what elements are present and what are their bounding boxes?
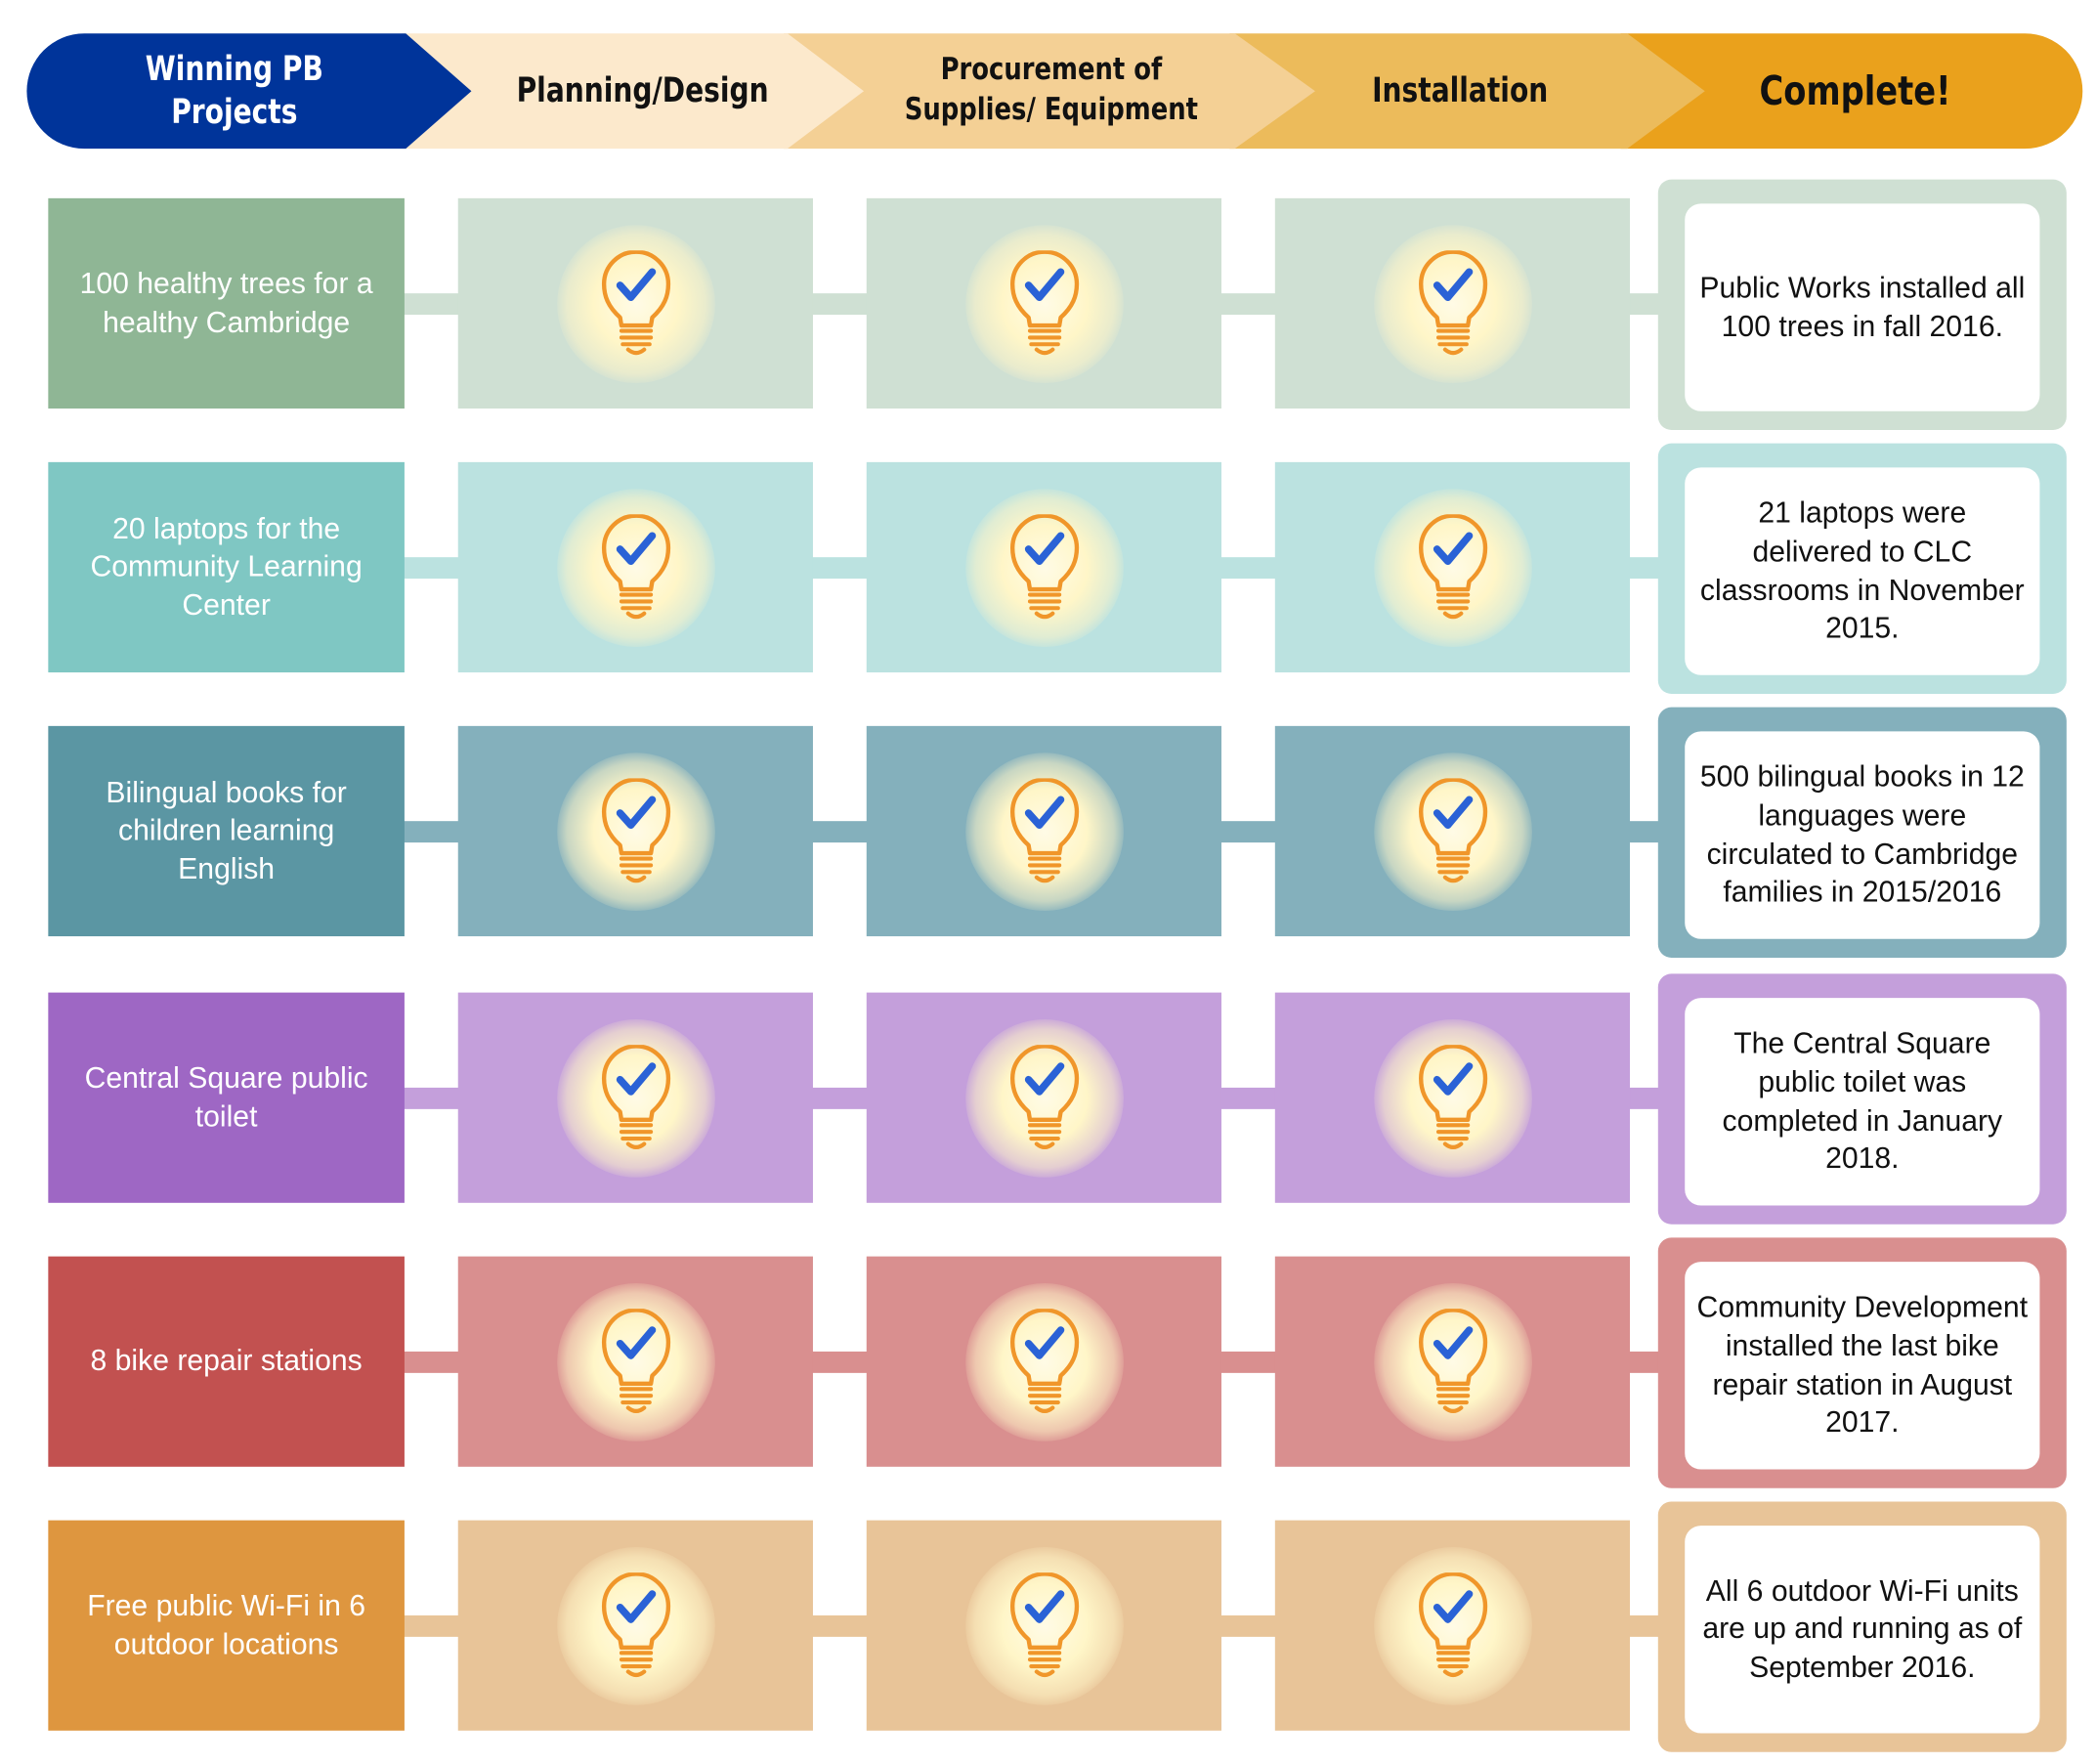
stage-box-planning bbox=[457, 992, 813, 1203]
bulb-glow bbox=[964, 752, 1124, 911]
lightbulb-check-icon bbox=[601, 1308, 670, 1413]
bulb-glow bbox=[1373, 752, 1532, 911]
header-arrow-band bbox=[26, 33, 2083, 150]
stage-box-planning bbox=[457, 725, 813, 937]
lightbulb-check-icon bbox=[1009, 777, 1079, 882]
lightbulb-check-icon bbox=[1418, 777, 1487, 882]
stage-1-arrow-shape bbox=[402, 33, 865, 150]
stage-label-complete: Complete! bbox=[1759, 67, 1951, 115]
header-title-arrow-shape bbox=[26, 33, 472, 150]
lightbulb-check-icon bbox=[601, 1571, 670, 1677]
bulb-glow bbox=[556, 488, 715, 647]
lightbulb-check-icon bbox=[1418, 1308, 1487, 1413]
bulb-glow bbox=[556, 1018, 715, 1178]
stage-box-installation bbox=[1274, 461, 1631, 673]
bulb-glow bbox=[1373, 1546, 1532, 1705]
bulb-glow bbox=[556, 224, 715, 383]
lightbulb-check-icon bbox=[1009, 249, 1079, 355]
header-title: Winning PB Projects bbox=[145, 49, 323, 132]
stage-3-arrow-shape bbox=[1229, 33, 1705, 150]
lightbulb-check-icon bbox=[1009, 513, 1079, 619]
bulb-glow bbox=[964, 224, 1124, 383]
result-text: 500 bilingual books in 12 languages were… bbox=[1685, 731, 2040, 939]
project-name: Bilingual books for children learning En… bbox=[48, 725, 405, 937]
lightbulb-check-icon bbox=[1418, 513, 1487, 619]
stage-label-procurement: Procurement of Supplies/ Equipment bbox=[904, 52, 1199, 128]
result-text: The Central Square public toilet was com… bbox=[1685, 998, 2040, 1206]
bulb-glow bbox=[964, 488, 1124, 647]
lightbulb-check-icon bbox=[1418, 249, 1487, 355]
stage-4-arrow-shape bbox=[1620, 33, 2083, 150]
stage-box-procurement bbox=[866, 1256, 1221, 1467]
result-card: 21 laptops were delivered to CLC classro… bbox=[1657, 443, 2067, 694]
stage-box-planning bbox=[457, 461, 813, 673]
stage-box-installation bbox=[1274, 1256, 1631, 1467]
lightbulb-check-icon bbox=[601, 513, 670, 619]
stage-box-installation bbox=[1274, 725, 1631, 937]
stage-label-planning: Planning/Design bbox=[516, 70, 769, 110]
bulb-glow bbox=[1373, 488, 1532, 647]
stage-box-procurement bbox=[866, 992, 1221, 1203]
stage-2-arrow-shape bbox=[783, 33, 1315, 150]
stage-box-planning bbox=[457, 1520, 813, 1731]
stage-box-procurement bbox=[866, 1520, 1221, 1731]
bulb-glow bbox=[1373, 1282, 1532, 1441]
stage-box-planning bbox=[457, 197, 813, 409]
lightbulb-check-icon bbox=[601, 249, 670, 355]
lightbulb-check-icon bbox=[1418, 1571, 1487, 1677]
project-name: Central Square public toilet bbox=[48, 992, 405, 1203]
result-text: All 6 outdoor Wi-Fi units are up and run… bbox=[1685, 1526, 2040, 1734]
result-card: Public Works installed all 100 trees in … bbox=[1657, 179, 2067, 430]
project-name: Free public Wi-Fi in 6 outdoor locations bbox=[48, 1520, 405, 1731]
result-text: Public Works installed all 100 trees in … bbox=[1685, 203, 2040, 411]
result-card: The Central Square public toilet was com… bbox=[1657, 973, 2067, 1225]
lightbulb-check-icon bbox=[1009, 1044, 1079, 1149]
result-card: Community Development installed the last… bbox=[1657, 1237, 2067, 1488]
stage-box-installation bbox=[1274, 197, 1631, 409]
stage-label-installation: Installation bbox=[1371, 70, 1549, 110]
lightbulb-check-icon bbox=[1009, 1308, 1079, 1413]
result-card: All 6 outdoor Wi-Fi units are up and run… bbox=[1657, 1501, 2067, 1752]
stage-box-installation bbox=[1274, 992, 1631, 1203]
bulb-glow bbox=[556, 752, 715, 911]
bulb-glow bbox=[964, 1546, 1124, 1705]
project-name: 100 healthy trees for a healthy Cambridg… bbox=[48, 197, 405, 409]
stage-box-procurement bbox=[866, 461, 1221, 673]
result-card: 500 bilingual books in 12 languages were… bbox=[1657, 707, 2067, 958]
bulb-glow bbox=[556, 1546, 715, 1705]
result-text: Community Development installed the last… bbox=[1685, 1262, 2040, 1470]
bulb-glow bbox=[964, 1282, 1124, 1441]
lightbulb-check-icon bbox=[601, 1044, 670, 1149]
bulb-glow bbox=[1373, 1018, 1532, 1178]
stage-box-planning bbox=[457, 1256, 813, 1467]
bulb-glow bbox=[556, 1282, 715, 1441]
result-text: 21 laptops were delivered to CLC classro… bbox=[1685, 467, 2040, 675]
project-name: 20 laptops for the Community Learning Ce… bbox=[48, 461, 405, 673]
lightbulb-check-icon bbox=[1418, 1044, 1487, 1149]
stage-box-installation bbox=[1274, 1520, 1631, 1731]
bulb-glow bbox=[1373, 224, 1532, 383]
project-name: 8 bike repair stations bbox=[48, 1256, 405, 1467]
bulb-glow bbox=[964, 1018, 1124, 1178]
lightbulb-check-icon bbox=[601, 777, 670, 882]
stage-box-procurement bbox=[866, 725, 1221, 937]
stage-box-procurement bbox=[866, 197, 1221, 409]
lightbulb-check-icon bbox=[1009, 1571, 1079, 1677]
